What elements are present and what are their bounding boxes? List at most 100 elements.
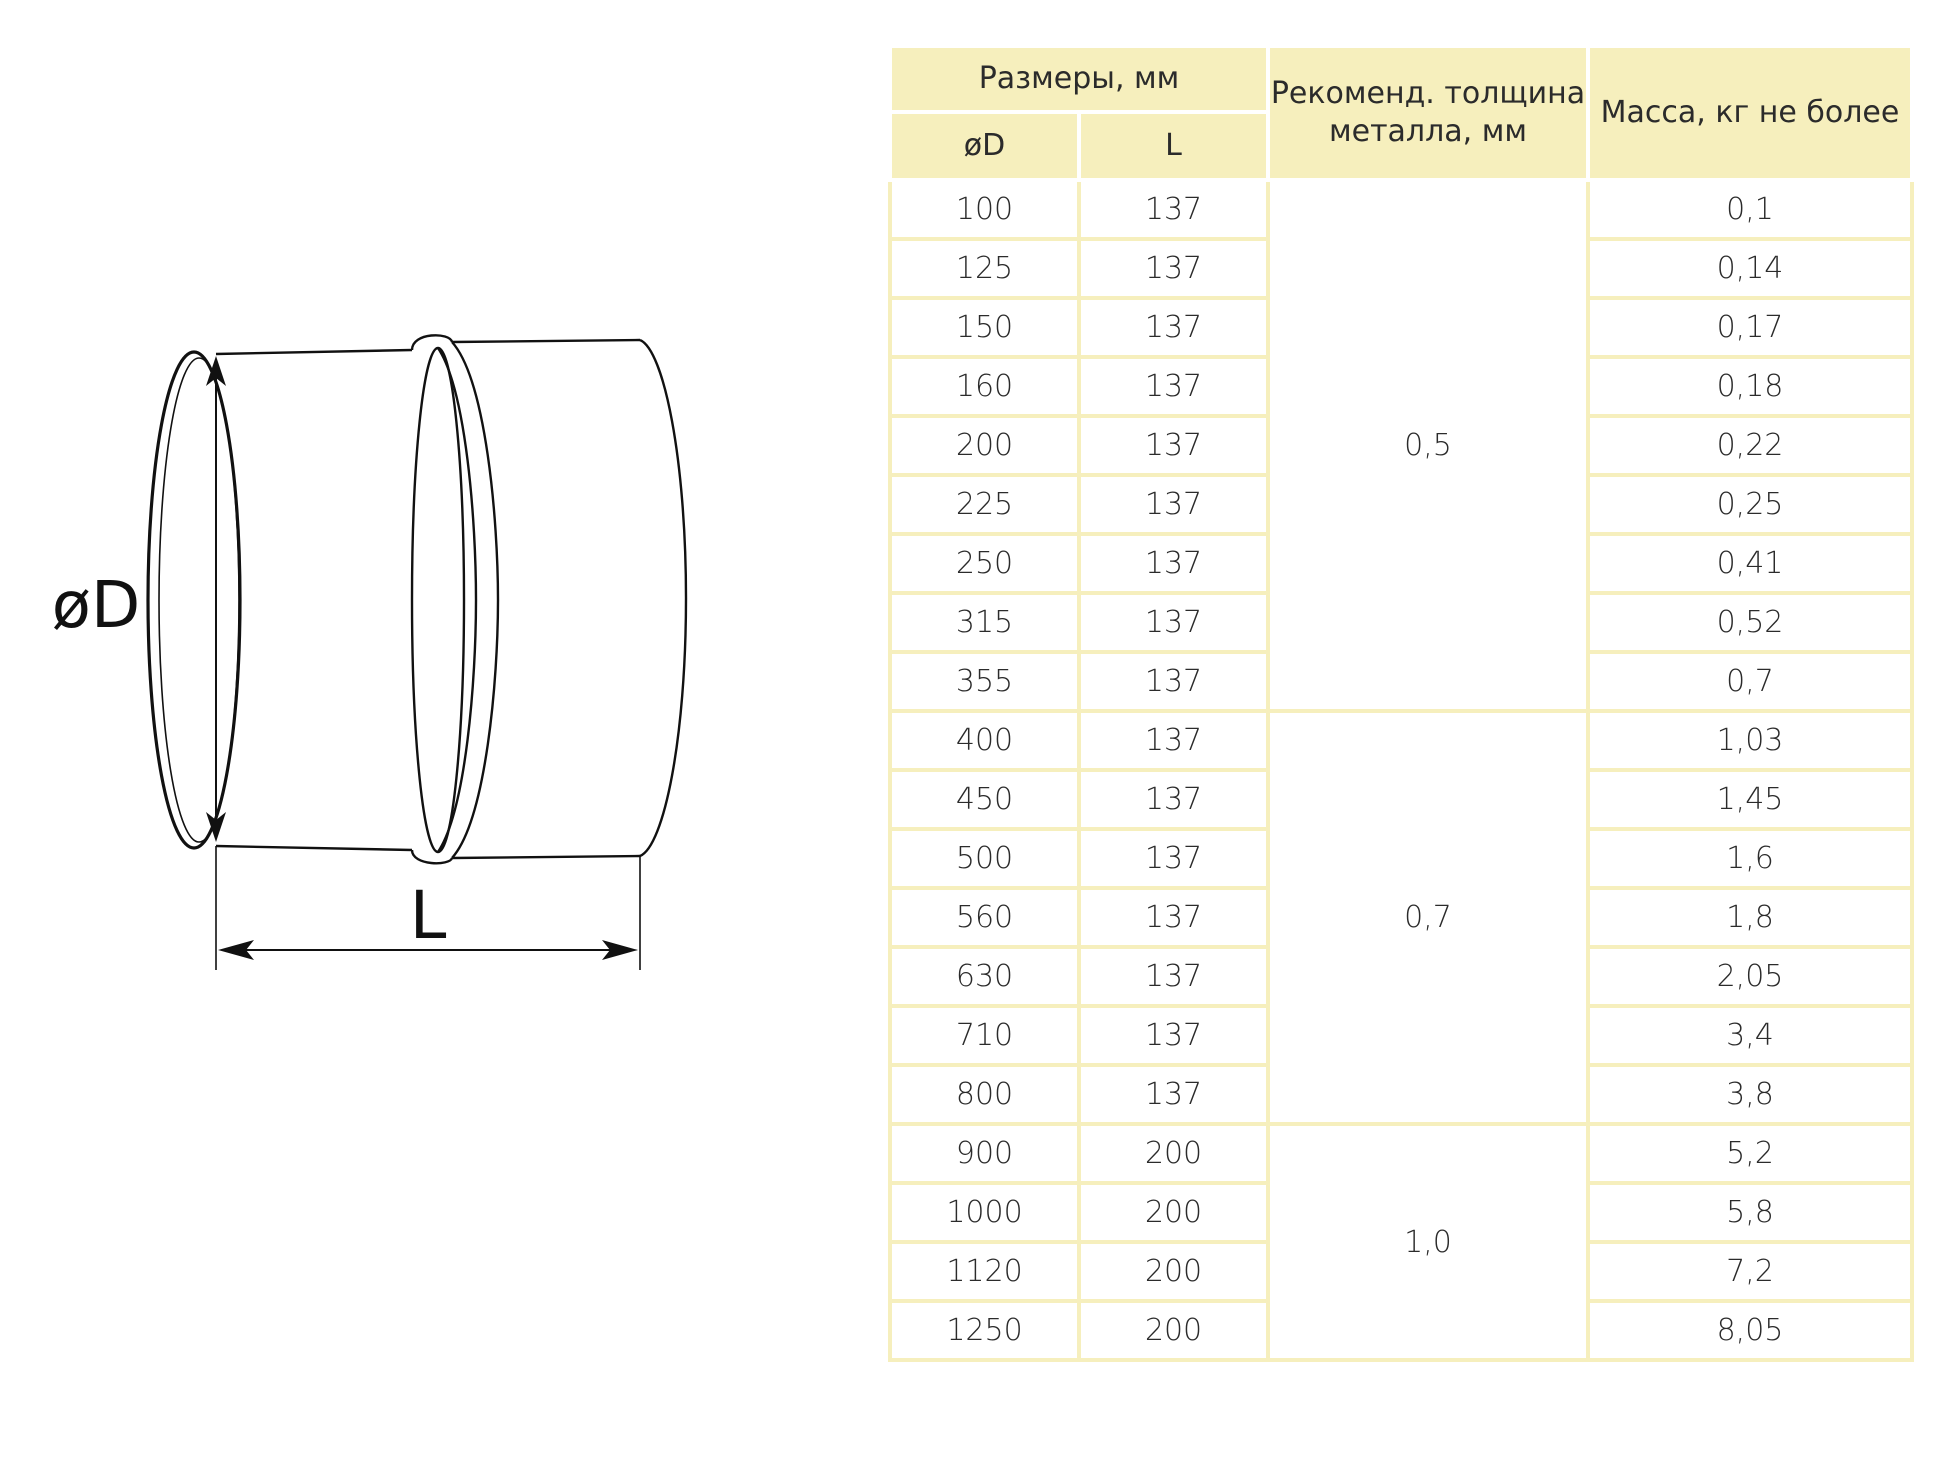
cell-mass: 0,17 <box>1586 296 1914 359</box>
header-diameter: øD <box>888 110 1081 182</box>
cell-diameter: 1000 <box>888 1181 1081 1244</box>
cell-diameter: 1250 <box>888 1299 1081 1362</box>
cell-length: 137 <box>1077 473 1270 536</box>
cell-length: 137 <box>1077 709 1270 772</box>
cell-diameter: 710 <box>888 1004 1081 1067</box>
cell-length: 137 <box>1077 532 1270 595</box>
cell-diameter: 150 <box>888 296 1081 359</box>
cell-length: 137 <box>1077 945 1270 1008</box>
cell-length: 137 <box>1077 178 1270 241</box>
length-arrowhead-left <box>218 940 254 960</box>
cell-mass: 0,1 <box>1586 178 1914 241</box>
cell-diameter: 500 <box>888 827 1081 890</box>
cell-mass: 0,14 <box>1586 237 1914 300</box>
body-top-edge-left <box>215 348 413 356</box>
cell-diameter: 160 <box>888 355 1081 418</box>
diameter-label: øD <box>52 569 140 643</box>
cell-diameter: 355 <box>888 650 1081 713</box>
cell-length: 137 <box>1077 1004 1270 1067</box>
cell-mass: 2,05 <box>1586 945 1914 1008</box>
cell-diameter: 450 <box>888 768 1081 831</box>
bead-outer-arc <box>451 341 500 859</box>
bead-front-arc <box>410 346 466 854</box>
cell-length: 200 <box>1077 1181 1270 1244</box>
coupling-spec-table: Размеры, мм Рекоменд. толщина металла, м… <box>888 44 1914 1362</box>
cell-diameter: 630 <box>888 945 1081 1008</box>
cell-mass: 3,4 <box>1586 1004 1914 1067</box>
cell-length: 137 <box>1077 296 1270 359</box>
front-opening-inner <box>158 357 240 843</box>
cell-length: 137 <box>1077 355 1270 418</box>
cell-length: 200 <box>1077 1122 1270 1185</box>
cell-mass: 5,8 <box>1586 1181 1914 1244</box>
cell-mass: 8,05 <box>1586 1299 1914 1362</box>
bead-bottom <box>410 849 454 865</box>
cell-thickness: 0,7 <box>1266 709 1590 1126</box>
cell-thickness: 1,0 <box>1266 1122 1590 1362</box>
cell-diameter: 200 <box>888 414 1081 477</box>
length-label: L <box>410 877 447 954</box>
cell-diameter: 560 <box>888 886 1081 949</box>
length-arrowhead-right <box>602 940 638 960</box>
cell-mass: 0,41 <box>1586 532 1914 595</box>
cell-length: 200 <box>1077 1299 1270 1362</box>
cell-mass: 0,52 <box>1586 591 1914 654</box>
cell-mass: 0,25 <box>1586 473 1914 536</box>
diameter-arrowhead-bottom <box>206 812 226 842</box>
cell-length: 137 <box>1077 650 1270 713</box>
coupling-drawing: øD L <box>52 334 688 970</box>
cell-length: 137 <box>1077 1063 1270 1126</box>
cell-length: 137 <box>1077 886 1270 949</box>
cell-mass: 1,6 <box>1586 827 1914 890</box>
body-bottom-edge-right <box>451 854 641 860</box>
cell-diameter: 900 <box>888 1122 1081 1185</box>
header-row-top: Размеры, мм Рекоменд. толщина металла, м… <box>888 44 1914 182</box>
cell-mass: 0,18 <box>1586 355 1914 418</box>
cell-length: 200 <box>1077 1240 1270 1303</box>
cell-diameter: 125 <box>888 237 1081 300</box>
cell-length: 137 <box>1077 414 1270 477</box>
cell-length: 137 <box>1077 768 1270 831</box>
cell-diameter: 225 <box>888 473 1081 536</box>
header-length: L <box>1077 110 1270 182</box>
cell-mass: 0,22 <box>1586 414 1914 477</box>
cell-length: 137 <box>1077 237 1270 300</box>
cell-length: 137 <box>1077 591 1270 654</box>
cell-diameter: 1120 <box>888 1240 1081 1303</box>
body-top-edge-right <box>451 338 641 344</box>
bead-inner-arc <box>437 347 478 853</box>
diameter-arrowhead-top <box>206 356 226 386</box>
cell-diameter: 100 <box>888 178 1081 241</box>
cell-diameter: 400 <box>888 709 1081 772</box>
cell-length: 137 <box>1077 827 1270 890</box>
header-row-sub: øD L <box>888 110 1912 182</box>
cell-mass: 5,2 <box>1586 1122 1914 1185</box>
cell-mass: 1,03 <box>1586 709 1914 772</box>
body-right-end <box>639 338 688 858</box>
front-opening-outer <box>146 350 242 850</box>
cell-diameter: 800 <box>888 1063 1081 1126</box>
cell-mass: 3,8 <box>1586 1063 1914 1126</box>
cell-diameter: 250 <box>888 532 1081 595</box>
header-dimensions: Размеры, мм <box>888 44 1270 114</box>
cell-mass: 1,45 <box>1586 768 1914 831</box>
cell-diameter: 315 <box>888 591 1081 654</box>
cell-mass: 7,2 <box>1586 1240 1914 1303</box>
